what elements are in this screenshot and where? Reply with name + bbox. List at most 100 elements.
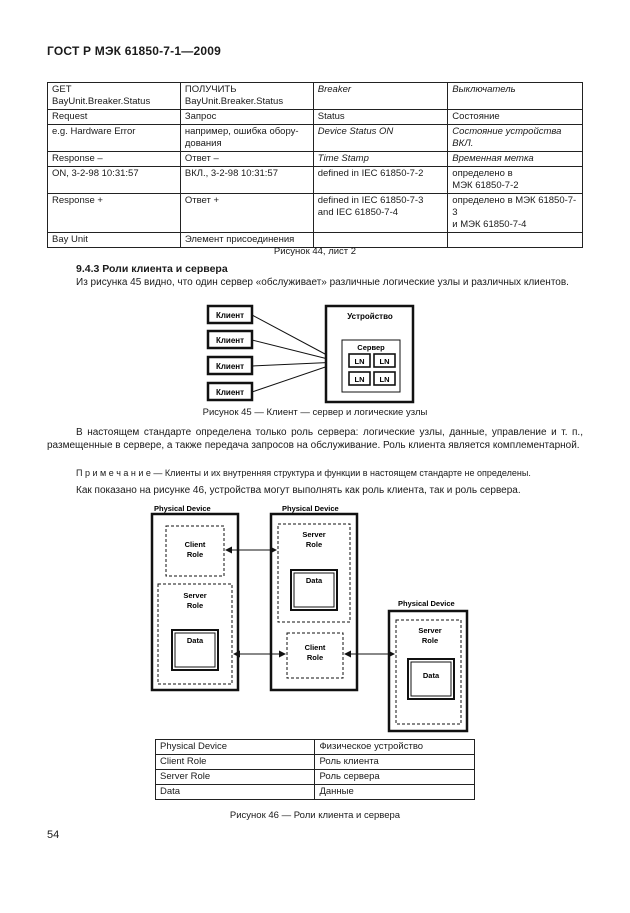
table-cell: Выключатель: [447, 82, 583, 110]
table-cell: Response –: [47, 151, 181, 167]
ln-box: [348, 371, 371, 386]
figure-44-caption: Рисунок 44, лист 2: [273, 246, 357, 257]
client-role-label: Client: [305, 643, 326, 652]
client-box: [206, 381, 254, 402]
table-cell: Response +: [47, 193, 181, 233]
figure-45-diagram: Клиент Клиент Клиент Клиент Устройство С…: [206, 304, 415, 404]
client-box: [206, 304, 254, 325]
figure-46-diagram: Physical Device Client Role Server Role …: [150, 504, 469, 733]
client-label: Клиент: [216, 311, 244, 320]
figure-46-caption: Рисунок 46 — Роли клиента и сервера: [229, 810, 401, 821]
ln-label: LN: [380, 375, 390, 384]
table-cell: Breaker: [312, 82, 449, 110]
data-label: Data: [187, 636, 204, 645]
table-cell: Request: [47, 109, 181, 125]
table-cell: Состояние устройства ВКЛ.: [447, 124, 583, 152]
client-label: Клиент: [216, 336, 244, 345]
table-cell: Физическое устройство: [314, 739, 475, 755]
table-cell: Роль клиента: [314, 754, 475, 770]
table-cell: Client Role: [154, 754, 316, 770]
data-box-inner: [293, 572, 335, 608]
client-boxes: [206, 304, 254, 402]
table-cell: Данные: [314, 784, 475, 800]
data-label: Data: [306, 576, 323, 585]
table-cell: Bay Unit: [47, 232, 181, 248]
ln-label: LN: [380, 357, 390, 366]
device-label: Устройство: [347, 312, 393, 321]
document-header: ГОСТ Р МЭК 61850-7-1—2009: [47, 44, 221, 58]
ln-box: [348, 353, 371, 368]
client-label: Клиент: [216, 362, 244, 371]
table-cell: GET BayUnit.Breaker.Status: [47, 82, 181, 110]
client-role-label: Role: [187, 550, 203, 559]
client-box: [206, 329, 254, 350]
note-text: — Клиенты и их внутренняя структура и фу…: [150, 468, 531, 478]
table-cell: Ответ –: [179, 151, 314, 167]
table-cell: defined in IEC 61850-7-2: [312, 166, 449, 194]
data-box: [407, 658, 455, 700]
server-role-label: Role: [187, 601, 203, 610]
client-box: [206, 355, 254, 376]
physical-device-label: Physical Device: [398, 599, 455, 608]
page-number: 54: [47, 829, 60, 841]
table-cell: Состояние: [447, 109, 583, 125]
data-box: [171, 629, 219, 671]
table-cell: Server Role: [154, 769, 316, 785]
server-role-label: Role: [422, 636, 438, 645]
data-box-inner: [410, 661, 452, 697]
server-role-label: Server: [183, 591, 206, 600]
ln-label: LN: [355, 357, 365, 366]
physical-device-label: Physical Device: [154, 504, 211, 513]
data-box: [290, 569, 338, 611]
table-cell: [447, 232, 583, 248]
table-cell: Data: [154, 784, 316, 800]
table-cell: Ответ +: [179, 193, 314, 233]
client-label: Клиент: [216, 388, 244, 397]
table-cell: Роль сервера: [314, 769, 475, 785]
ln-label: LN: [355, 375, 365, 384]
paragraph-3: Как показано на рисунке 46, устройства м…: [76, 485, 521, 496]
server-label: Сервер: [357, 343, 385, 352]
table-cell: Physical Device: [154, 739, 316, 755]
table-cell: defined in IEC 61850-7-3 and IEC 61850-7…: [312, 193, 449, 233]
data-label: Data: [423, 671, 440, 680]
note: П р и м е ч а н и е — Клиенты и их внутр…: [76, 468, 586, 478]
data-box-inner: [174, 632, 216, 668]
table-cell: Status: [312, 109, 449, 125]
ln-box: [373, 371, 396, 386]
table-cell: ВКЛ., 3-2-98 10:31:57: [179, 166, 314, 194]
table-cell: Запрос: [179, 109, 314, 125]
table-cell: Device Status ON: [312, 124, 449, 152]
client-role-label: Client: [185, 540, 206, 549]
client-role-box: [165, 525, 225, 577]
table-cell: Time Stamp: [312, 151, 449, 167]
table-row: Response +Ответ +defined in IEC 61850-7-…: [47, 193, 583, 233]
table-cell: e.g. Hardware Error: [47, 124, 181, 152]
paragraph-1: Из рисунка 45 видно, что один сервер «об…: [76, 277, 569, 288]
ln-box: [373, 353, 396, 368]
table-cell: Элемент присоединения: [179, 232, 314, 248]
server-role-label: Server: [302, 530, 325, 539]
table-cell: определено в МЭК 61850-7-3 и МЭК 61850-7…: [447, 193, 583, 233]
table-cell: ON, 3-2-98 10:31:57: [47, 166, 181, 194]
section-title: 9.4.3 Роли клиента и сервера: [76, 263, 228, 275]
client-role-label: Role: [307, 653, 323, 662]
table-cell: Временная метка: [447, 151, 583, 167]
server-role-label: Role: [306, 540, 322, 549]
table-cell: например, ошибка обору- дования: [179, 124, 314, 152]
figure-45-caption: Рисунок 45 — Клиент — сервер и логически…: [202, 407, 428, 418]
note-prefix: П р и м е ч а н и е: [76, 468, 151, 478]
table-cell: определено в МЭК 61850-7-2: [447, 166, 583, 194]
